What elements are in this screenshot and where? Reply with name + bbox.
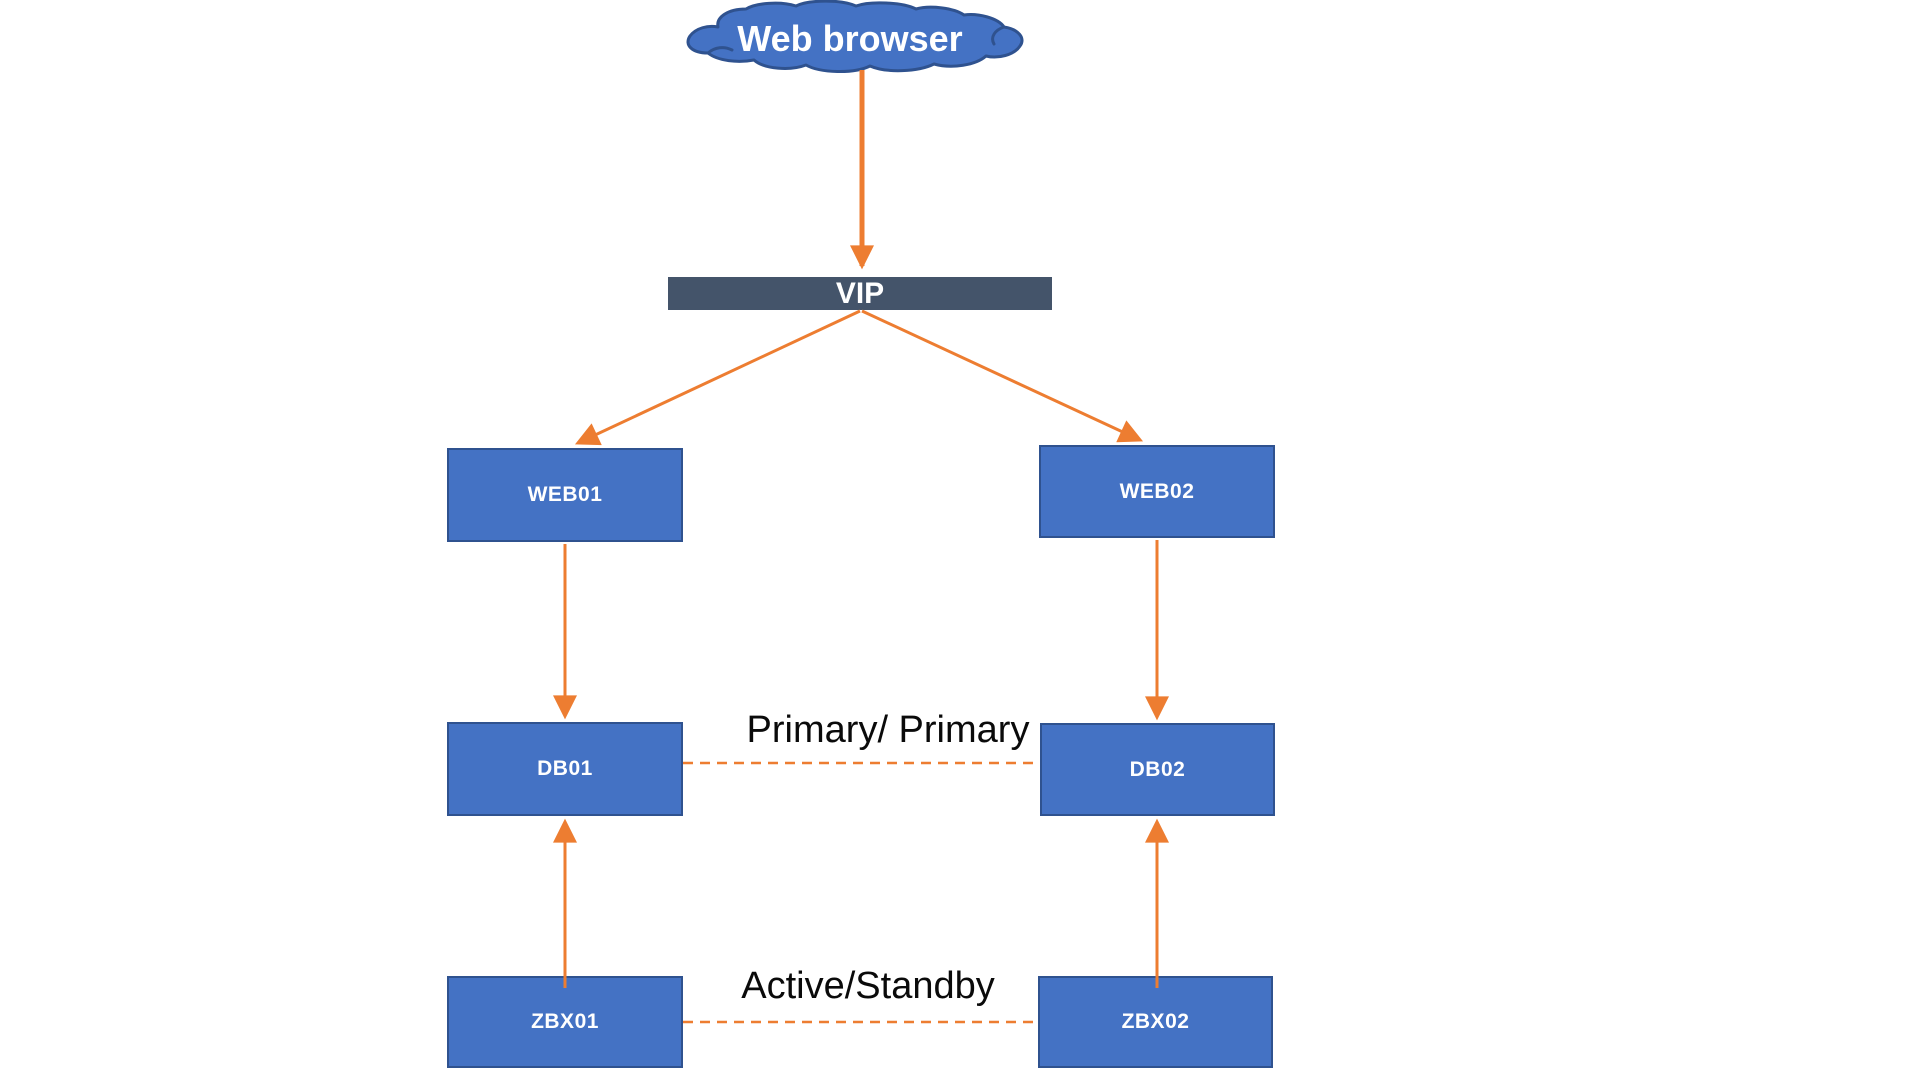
vip-label: VIP	[835, 276, 885, 310]
annotation-primary-primary: Primary/ Primary	[746, 709, 1030, 751]
node-db01: DB01	[447, 722, 683, 816]
node-zbx01: ZBX01	[447, 976, 683, 1068]
node-zbx01-label: ZBX01	[531, 1010, 599, 1033]
cloud-curl-right	[991, 25, 1006, 46]
cloud-curl-left	[706, 46, 734, 55]
edge-vip-web01	[574, 309, 861, 446]
annotation-active-standby: Active/Standby	[741, 965, 995, 1007]
node-web01-label: WEB01	[527, 483, 603, 506]
node-db01-label: DB01	[537, 757, 593, 780]
node-db02: DB02	[1040, 723, 1275, 816]
node-vip: VIP	[668, 277, 1052, 310]
cloud-web-browser-label: Web browser	[737, 18, 963, 59]
node-zbx02: ZBX02	[1038, 976, 1273, 1068]
node-web02: WEB02	[1039, 445, 1275, 538]
node-web01: WEB01	[447, 448, 683, 542]
edge-vip-web02	[861, 309, 1144, 443]
node-zbx02-label: ZBX02	[1121, 1010, 1190, 1033]
node-web02-label: WEB02	[1119, 479, 1195, 503]
node-db02-label: DB02	[1129, 757, 1186, 781]
